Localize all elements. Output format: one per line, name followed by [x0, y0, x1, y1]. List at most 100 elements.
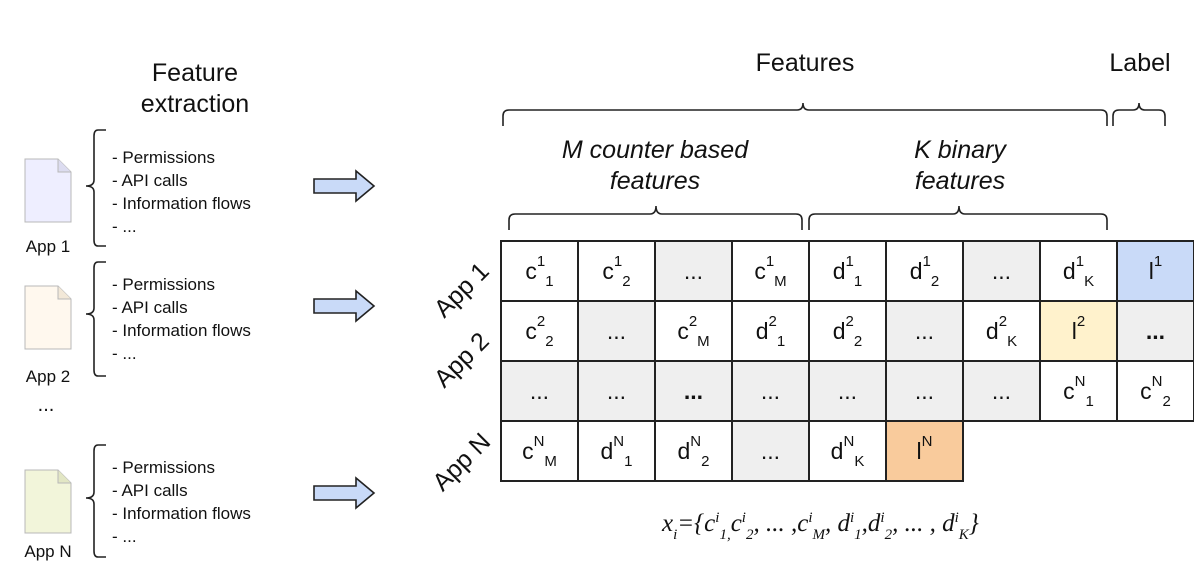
binary-features-group-label: K binary features: [914, 136, 1006, 195]
formula-term: c: [730, 510, 742, 537]
cell-superscript: 2: [536, 312, 546, 330]
cell-base: ...: [529, 377, 550, 404]
feature-list-app1: - Permissions - API calls - Information …: [112, 146, 251, 238]
list-item: - Permissions: [112, 458, 215, 477]
cell-superscript: 2: [688, 312, 698, 330]
formula-subscript: 1,: [719, 527, 731, 543]
matrix-cell-r3-c1: ...: [1118, 302, 1194, 362]
cell-base: ...: [683, 257, 704, 284]
cell-subscript: 1: [853, 272, 863, 290]
cell-base: d: [1062, 257, 1076, 284]
feature-extraction-title: Feature extraction: [140, 59, 250, 118]
features-title: Features: [755, 49, 855, 77]
cell-base: ...: [683, 377, 704, 404]
cell-base: ...: [760, 377, 781, 404]
cell-base: c: [1140, 377, 1152, 404]
cell-superscript: 1: [613, 252, 623, 270]
formula-term: , ... ,: [753, 510, 798, 537]
cell-base: d: [909, 257, 923, 284]
cell-superscript: N: [1151, 372, 1163, 390]
cell-superscript: 2: [845, 312, 854, 330]
cell-base: ...: [991, 377, 1012, 404]
formula-term: c: [797, 510, 809, 537]
cell-superscript: 1: [1153, 252, 1163, 270]
formula-term: , ... , d: [892, 510, 955, 537]
formula-subscript: K: [958, 527, 969, 543]
between-apps-ellipsis: ...: [37, 394, 55, 416]
formula-superscript: i: [850, 510, 855, 526]
cell-superscript: 2: [768, 312, 777, 330]
matrix-cell-r2-c7: ...: [887, 302, 964, 362]
cell-subscript: 2: [545, 332, 554, 350]
cell-superscript: 1: [845, 252, 854, 270]
cell-subscript: K: [1084, 272, 1095, 290]
matrix-cell-r2-c3: ...: [579, 302, 656, 362]
cell-base: ...: [837, 377, 858, 404]
cell-base: d: [985, 317, 999, 344]
cell-subscript: 2: [622, 272, 631, 290]
cell-superscript: N: [921, 432, 933, 450]
matrix-cell-r1-c3: ...: [656, 242, 733, 302]
formula-subscript: 1: [854, 527, 862, 543]
matrix-cell-r3-c9: ...: [964, 362, 1041, 422]
cell-subscript: 2: [701, 452, 710, 470]
appn-doc-icon: [24, 469, 72, 534]
cell-subscript: 1: [545, 272, 554, 290]
list-item: - Information flows: [112, 194, 251, 213]
matrix-cell-r3-c8: ...: [887, 362, 964, 422]
matrix-cell-r3-c6: ...: [733, 362, 810, 422]
list-brace-3: [85, 444, 106, 558]
list-item: - Information flows: [112, 504, 251, 523]
formula-subscript: 2: [884, 527, 893, 543]
cell-subscript: 1: [1085, 392, 1094, 410]
cell-base: d: [832, 257, 846, 284]
list-item: - ...: [112, 527, 137, 546]
cell-superscript: N: [843, 432, 855, 450]
matrix-cell-r3-c3: ...: [502, 362, 579, 422]
label-brace: [1112, 102, 1166, 126]
formula-term: }: [968, 510, 979, 537]
list-item: - ...: [112, 217, 137, 236]
app1-label: App 1: [25, 237, 71, 256]
cell-base: c: [525, 257, 537, 284]
cell-base: c: [522, 437, 534, 464]
app1-doc-icon: [24, 158, 72, 223]
cell-base: l: [1148, 257, 1154, 284]
list-item: - Information flows: [112, 321, 251, 340]
cell-base: c: [677, 317, 689, 344]
matrix-cell-r3-c7: ...: [810, 362, 887, 422]
cell-superscript: 2: [998, 312, 1008, 330]
formula-lhs: x: [662, 510, 674, 537]
cell-base: d: [830, 437, 844, 464]
cell-superscript: N: [690, 432, 702, 450]
cell-base: c: [602, 257, 614, 284]
cell-base: ...: [914, 377, 935, 404]
cell-superscript: N: [533, 432, 545, 450]
cell-base: ...: [1145, 317, 1166, 344]
formula-term: , d: [825, 510, 850, 537]
cell-base: d: [600, 437, 614, 464]
cell-superscript: 1: [765, 252, 775, 270]
cell-superscript: N: [1074, 372, 1086, 390]
cell-subscript: M: [697, 332, 710, 350]
cell-base: d: [832, 317, 846, 344]
list-item: - API calls: [112, 171, 188, 190]
cell-superscript: 1: [1075, 252, 1085, 270]
formula-lhs-subscript: i: [673, 527, 678, 543]
cell-base: ...: [991, 257, 1012, 284]
cell-superscript: 1: [922, 252, 931, 270]
matrix-cell-r4-c7: ...: [733, 422, 810, 482]
